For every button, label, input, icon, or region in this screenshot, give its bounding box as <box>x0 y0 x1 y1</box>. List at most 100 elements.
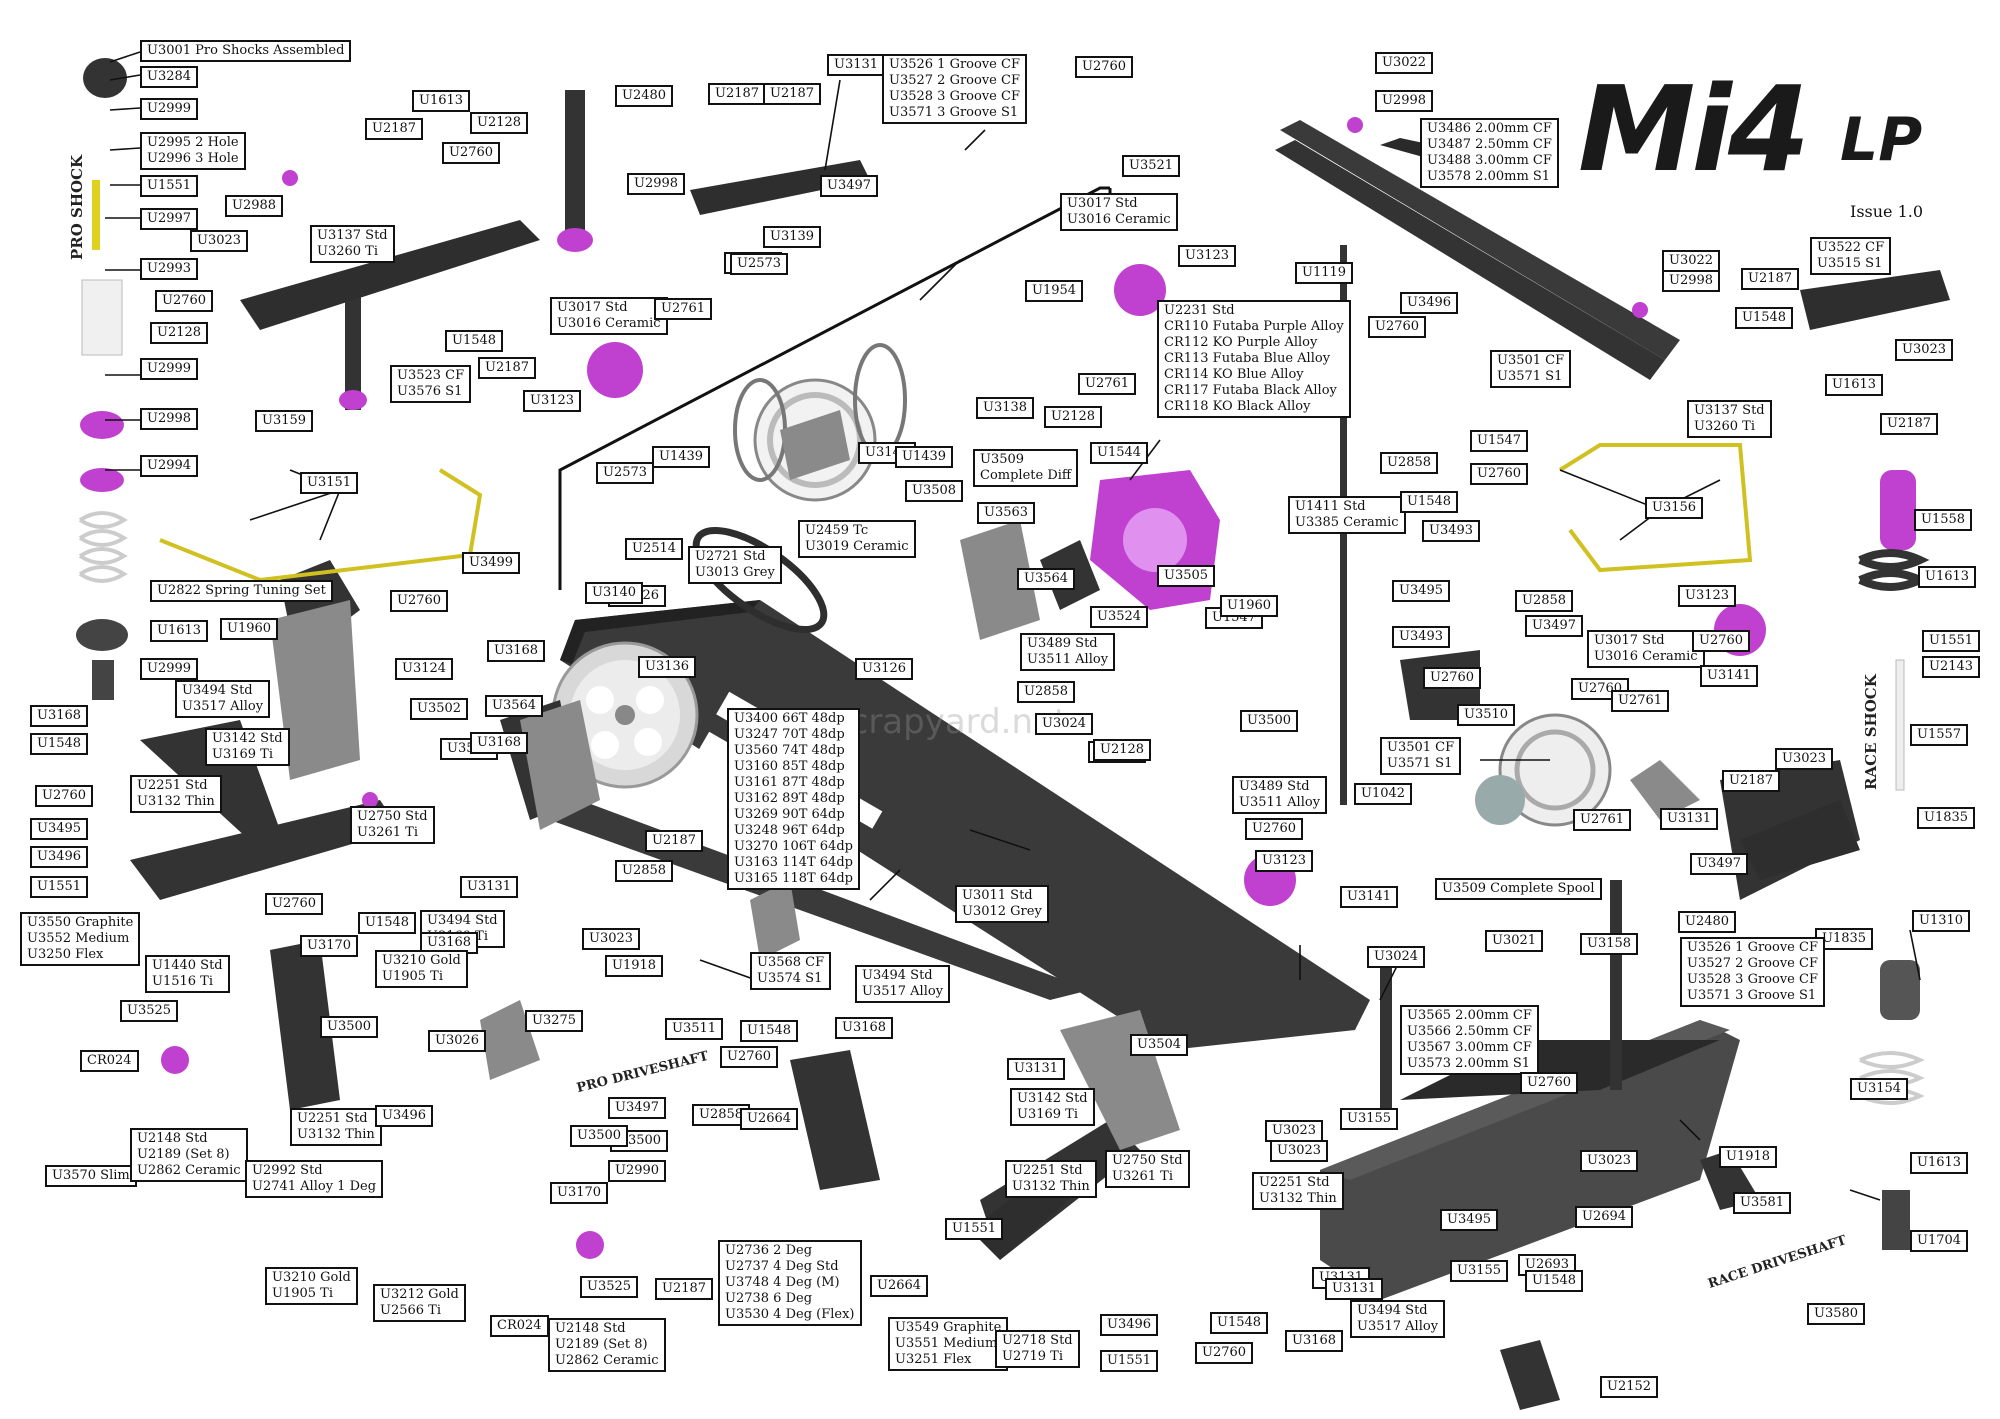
part-label: U1613 <box>150 620 209 642</box>
part-label: U2573 <box>730 253 789 275</box>
part-label: U2760 <box>1245 818 1304 840</box>
part-label: U2761 <box>1573 809 1632 831</box>
part-label: U3550 Graphite U3552 Medium U3250 Flex <box>20 912 141 966</box>
part-label: U3001 Pro Shocks Assembled <box>140 40 352 62</box>
part-label: U3495 <box>30 818 89 840</box>
part-label: U3493 <box>1392 626 1451 648</box>
part-label: U2822 Spring Tuning Set <box>150 580 333 602</box>
part-label: U3496 <box>375 1105 434 1127</box>
part-label: U1613 <box>1910 1152 1969 1174</box>
part-label: U2998 <box>1662 270 1721 292</box>
part-label: U2148 Std U2189 (Set 8) U2862 Ceramic <box>548 1318 666 1372</box>
part-label: U2761 <box>1078 373 1137 395</box>
part-label: U3522 CF U3515 S1 <box>1810 237 1892 275</box>
mi4lp-logo-suffix: LP <box>1840 105 1923 175</box>
part-label: U3023 <box>1895 339 1954 361</box>
part-label: U3502 <box>410 698 469 720</box>
part-label: U2736 2 Deg U2737 4 Deg Std U3748 4 Deg … <box>718 1240 862 1326</box>
part-label: U3486 2.00mm CF U3487 2.50mm CF U3488 3.… <box>1420 118 1559 188</box>
part-label: U2187 <box>478 357 537 379</box>
part-label: U1551 <box>1922 630 1981 652</box>
part-label: U3495 <box>1440 1209 1499 1231</box>
part-label: U3155 <box>1340 1108 1399 1130</box>
part-label: U3494 Std U3517 Alloy <box>175 680 271 718</box>
part-label: U2187 <box>365 118 424 140</box>
part-label: U3022 <box>1375 52 1434 74</box>
part-label: U3168 <box>1285 1330 1344 1352</box>
part-label: U2664 <box>740 1108 799 1130</box>
part-label: U2721 Std U3013 Grey <box>688 546 782 584</box>
part-label: U3549 Graphite U3551 Medium U3251 Flex <box>888 1317 1009 1371</box>
part-label: U3138 <box>976 397 1035 419</box>
part-label: U3493 <box>1422 520 1481 542</box>
posts <box>339 90 1622 1130</box>
part-label: U3011 Std U3012 Grey <box>955 885 1049 923</box>
front-spool <box>1475 713 1612 827</box>
part-label: U3168 <box>470 732 529 754</box>
part-label: U3497 <box>608 1097 667 1119</box>
part-label: U3023 <box>1580 1150 1639 1172</box>
part-label: U2760 <box>1195 1342 1254 1364</box>
part-label: U3026 <box>428 1030 487 1052</box>
part-label: U3570 Slim <box>45 1165 137 1187</box>
part-label: U3156 <box>1645 497 1704 519</box>
issue-label: Issue 1.0 <box>1850 202 1924 221</box>
part-label: U3511 <box>665 1018 724 1040</box>
part-label: U3023 <box>1270 1140 1329 1162</box>
part-label: U3131 <box>827 54 886 76</box>
part-label: U1310 <box>1912 910 1971 932</box>
shock-parts <box>76 58 1930 1250</box>
part-label: U1548 <box>740 1020 799 1042</box>
part-label: U1704 <box>1910 1230 1969 1252</box>
part-label: U3497 <box>820 175 879 197</box>
part-label: U3501 CF U3571 S1 <box>1490 350 1572 388</box>
race-shock-label: RACE SHOCK <box>1862 674 1880 790</box>
part-label: U3168 <box>487 640 546 662</box>
part-label: U2858 <box>692 1104 751 1126</box>
part-label: U3400 66T 48dp U3247 70T 48dp U3560 74T … <box>727 708 860 890</box>
part-label: U3564 <box>485 695 544 717</box>
part-label: U2760 <box>1470 463 1529 485</box>
part-label: U3497 <box>1690 853 1749 875</box>
part-label: U2760 <box>1692 630 1751 652</box>
part-label: U2993 <box>140 258 199 280</box>
part-label: U3023 <box>190 230 249 252</box>
part-label: U2750 Std U3261 Ti <box>1105 1150 1190 1188</box>
part-label: U3568 CF U3574 S1 <box>750 952 832 990</box>
part-label: U1954 <box>1025 280 1084 302</box>
part-label: U1411 Std U3385 Ceramic <box>1288 496 1406 534</box>
part-label: U2187 <box>655 1278 714 1300</box>
part-label: U2858 <box>615 860 674 882</box>
part-label: U3210 Gold U1905 Ti <box>265 1267 358 1305</box>
part-label: U2128 <box>150 322 209 344</box>
part-label: U1960 <box>220 618 279 640</box>
part-label: U2187 <box>1722 770 1781 792</box>
part-label: U3526 1 Groove CF U3527 2 Groove CF U352… <box>882 54 1027 124</box>
part-label: U1613 <box>1918 566 1977 588</box>
part-label: U1548 <box>1210 1312 1269 1334</box>
part-label: U2148 Std U2189 (Set 8) U2862 Ceramic <box>130 1128 248 1182</box>
part-label: U2760 <box>155 290 214 312</box>
part-label: U2152 <box>1600 1376 1659 1398</box>
front-bumper <box>1320 1020 1740 1300</box>
part-label: U3023 <box>582 928 641 950</box>
part-label: U2760 <box>1075 56 1134 78</box>
part-label: U3509 Complete Diff <box>973 449 1079 487</box>
part-label: U3123 <box>1678 585 1737 607</box>
part-label: U1551 <box>30 876 89 898</box>
part-label: U1439 <box>895 446 954 468</box>
part-label: U2143 <box>1922 656 1981 678</box>
part-label: U3501 CF U3571 S1 <box>1380 737 1462 775</box>
part-label: U2231 Std CR110 Futaba Purple Alloy CR11… <box>1157 300 1351 418</box>
part-label: U2998 <box>1375 90 1434 112</box>
part-label: U3139 <box>763 226 822 248</box>
part-label: U3564 <box>1017 568 1076 590</box>
part-label: U2990 <box>608 1160 667 1182</box>
part-label: U3497 <box>1525 615 1584 637</box>
part-label: U1548 <box>445 330 504 352</box>
part-label: U2664 <box>870 1275 929 1297</box>
part-label: U3494 Std U3517 Alloy <box>1350 1300 1446 1338</box>
part-label: U3580 <box>1807 1303 1866 1325</box>
part-label: U2128 <box>1044 406 1103 428</box>
part-label: U3496 <box>30 846 89 868</box>
